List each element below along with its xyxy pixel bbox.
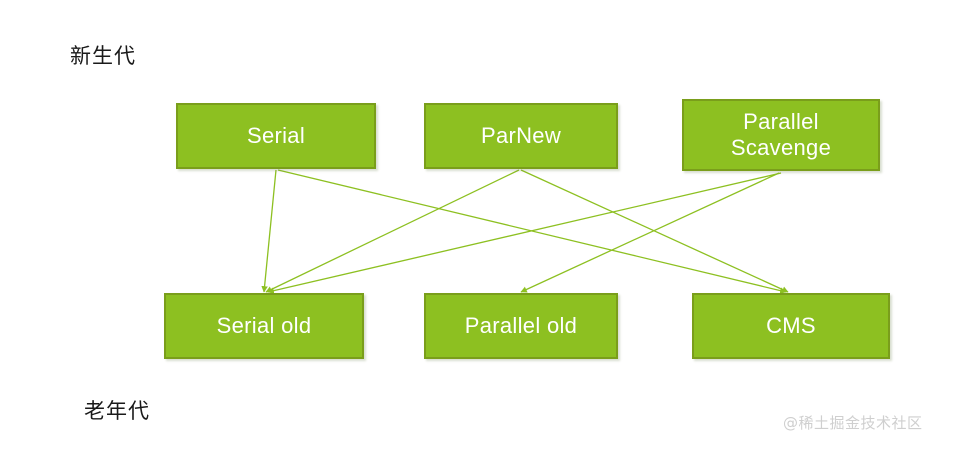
edge-serial-to-cms: [277, 169, 787, 294]
young-generation-label: 新生代: [70, 44, 136, 68]
watermark-text: @稀土掘金技术社区: [783, 414, 923, 432]
old-generation-label: 老年代: [84, 399, 150, 423]
node-parallel-scavenge[interactable]: Parallel Scavenge: [682, 99, 880, 171]
node-serial[interactable]: Serial: [176, 103, 376, 169]
edge-parallel-scavenge-to-serial-old: [267, 172, 782, 294]
node-cms[interactable]: CMS: [692, 293, 890, 359]
edge-parnew-to-serial-old: [265, 169, 520, 293]
edge-parnew-to-cms: [520, 169, 789, 293]
node-parallel-old[interactable]: Parallel old: [424, 293, 618, 359]
edge-parallel-scavenge-to-parallel-old: [520, 172, 780, 293]
node-parnew[interactable]: ParNew: [424, 103, 618, 169]
edge-serial-to-serial-old: [261, 169, 277, 293]
node-serial-old[interactable]: Serial old: [164, 293, 364, 359]
